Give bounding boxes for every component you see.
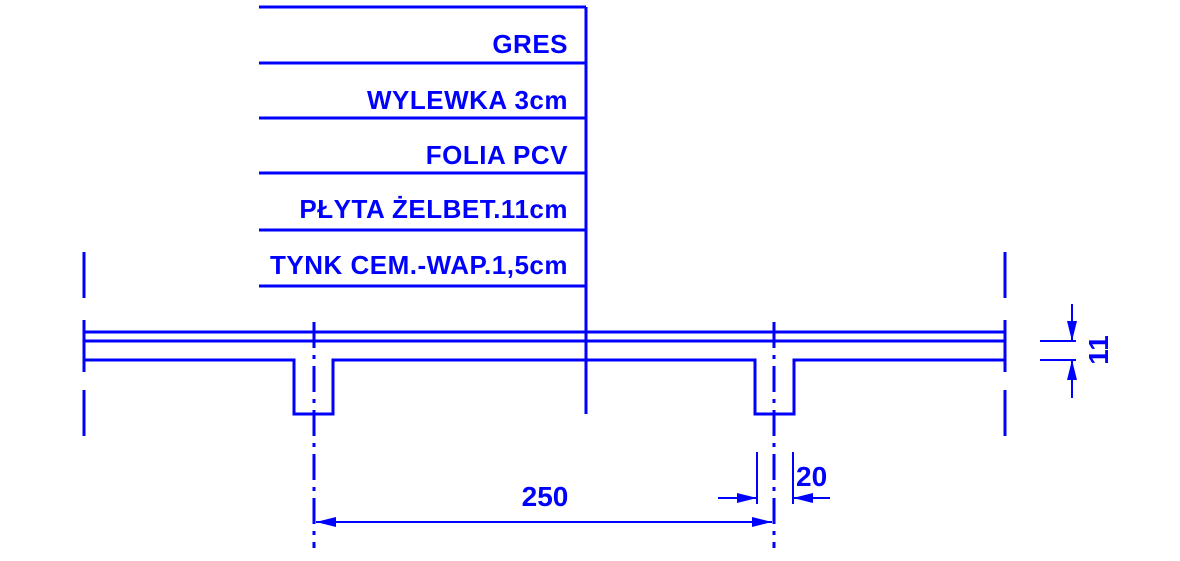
dimension-arrow-20-left — [737, 493, 757, 503]
dimension-label-11: 11 — [1083, 335, 1114, 365]
layer-label-gres: GRES — [492, 29, 568, 59]
dimension-label-20: 20 — [796, 461, 827, 492]
dimension-arrow-20-right — [793, 493, 813, 503]
dimension-arrow-250-left — [316, 517, 336, 527]
dimension-arrow-11-top — [1067, 321, 1077, 341]
layer-label-tynk: TYNK CEM.-WAP.1,5cm — [270, 250, 568, 280]
slab-bottom-with-ribs — [84, 358, 1005, 416]
layer-label-plyta: PŁYTA ŻELBET.11cm — [299, 194, 568, 224]
dimension-arrow-250-right — [752, 517, 772, 527]
layer-label-folia: FOLIA PCV — [426, 140, 568, 170]
layer-label-wylewka: WYLEWKA 3cm — [367, 85, 568, 115]
dimension-arrow-11-bottom — [1067, 360, 1077, 380]
dimension-label-250: 250 — [522, 481, 569, 512]
